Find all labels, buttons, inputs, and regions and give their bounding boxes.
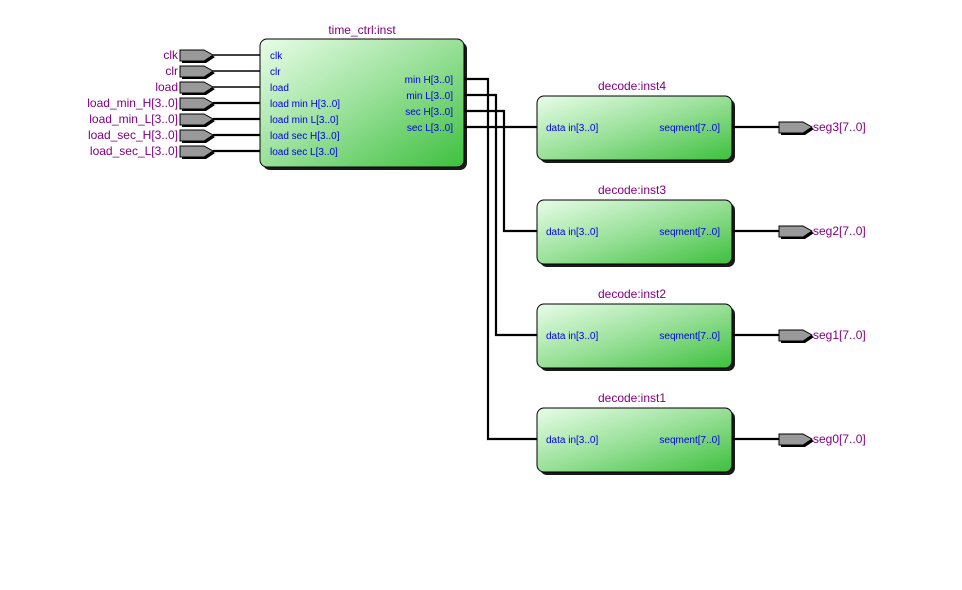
output-pin-label: seg3[7..0]: [813, 120, 866, 134]
input-pin[interactable]: load_min_L[3..0]: [89, 112, 260, 127]
bus-wire-min-l: [464, 93, 538, 337]
time-ctrl-block[interactable]: time_ctrl:inst clk clr load load min H[3..0…: [259, 23, 467, 170]
block-output-port: min H[3..0]: [405, 75, 454, 86]
output-pin-icon[interactable]: [778, 329, 813, 342]
block-input-port: load min H[3..0]: [270, 99, 340, 110]
input-pin[interactable]: load_sec_H[3..0]: [88, 128, 260, 143]
output-pin[interactable]: seg0[7..0]: [778, 432, 866, 447]
output-pin-icon[interactable]: [778, 433, 813, 446]
input-pin-label: load_sec_H[3..0]: [88, 128, 178, 142]
output-pin[interactable]: seg3[7..0]: [778, 120, 866, 135]
output-pin-label: seg0[7..0]: [813, 432, 866, 446]
input-pin-label: clk: [163, 48, 179, 62]
decoder-output-port: seqment[7..0]: [659, 227, 720, 238]
block-output-port: sec L[3..0]: [407, 123, 453, 134]
block-title: time_ctrl:inst: [328, 23, 396, 37]
decoder-title: decode:inst3: [598, 183, 666, 197]
decoder-input-port: data in[3..0]: [546, 227, 598, 238]
block-input-port: clr: [270, 67, 281, 78]
input-pin-icon[interactable]: [179, 97, 214, 110]
block-output-port: min L[3..0]: [406, 91, 453, 102]
output-pin[interactable]: seg2[7..0]: [778, 224, 866, 239]
decoder-block[interactable]: decode:inst3 data in[3..0] seqment[7..0] se…: [536, 183, 866, 267]
block-input-port: load: [270, 83, 289, 94]
output-pin-icon[interactable]: [778, 225, 813, 238]
input-pin-icon[interactable]: [179, 145, 214, 158]
input-pin-label: load: [155, 80, 178, 94]
input-pin[interactable]: load_min_H[3..0]: [87, 96, 260, 111]
input-pin-label: load_min_H[3..0]: [87, 96, 178, 110]
input-pin-label: clr: [165, 64, 178, 78]
block-input-port: clk: [270, 51, 283, 62]
decoder-title: decode:inst4: [598, 79, 666, 93]
input-pin-icon[interactable]: [179, 65, 214, 78]
input-pin-icon[interactable]: [179, 129, 214, 142]
output-pin[interactable]: seg1[7..0]: [778, 328, 866, 343]
decoder-output-port: seqment[7..0]: [659, 435, 720, 446]
block-input-port: load sec L[3..0]: [270, 147, 338, 158]
input-pin-icon[interactable]: [179, 49, 214, 62]
input-pin[interactable]: load: [155, 80, 260, 95]
decoder-output-port: seqment[7..0]: [659, 331, 720, 342]
decoder-block[interactable]: decode:inst2 data in[3..0] seqment[7..0] se…: [536, 287, 866, 371]
decoder-input-port: data in[3..0]: [546, 123, 598, 134]
output-pin-icon[interactable]: [778, 121, 813, 134]
input-pin-label: load_sec_L[3..0]: [90, 144, 178, 158]
output-pin-label: seg2[7..0]: [813, 224, 866, 238]
decoder-input-port: data in[3..0]: [546, 331, 598, 342]
block-input-port: load min L[3..0]: [270, 115, 339, 126]
block-input-port: load sec H[3..0]: [270, 131, 340, 142]
decoder-title: decode:inst1: [598, 391, 666, 405]
decoder-title: decode:inst2: [598, 287, 666, 301]
bus-wire-sec-h: [464, 109, 538, 233]
decoder-block[interactable]: decode:inst4 data in[3..0] seqment[7..0] se…: [536, 79, 866, 163]
decoder-block[interactable]: decode:inst1 data in[3..0] seqment[7..0] se…: [536, 391, 866, 475]
input-pin-icon[interactable]: [179, 113, 214, 126]
decoder-output-port: seqment[7..0]: [659, 123, 720, 134]
input-pin-icon[interactable]: [179, 81, 214, 94]
input-pin[interactable]: clk: [163, 48, 260, 63]
input-pin-label: load_min_L[3..0]: [89, 112, 178, 126]
output-pin-label: seg1[7..0]: [813, 328, 866, 342]
input-pin[interactable]: clr: [165, 64, 260, 79]
input-pin[interactable]: load_sec_L[3..0]: [90, 144, 260, 159]
bus-wire-min-h: [464, 77, 538, 441]
block-output-port: sec H[3..0]: [405, 107, 453, 118]
decoder-input-port: data in[3..0]: [546, 435, 598, 446]
